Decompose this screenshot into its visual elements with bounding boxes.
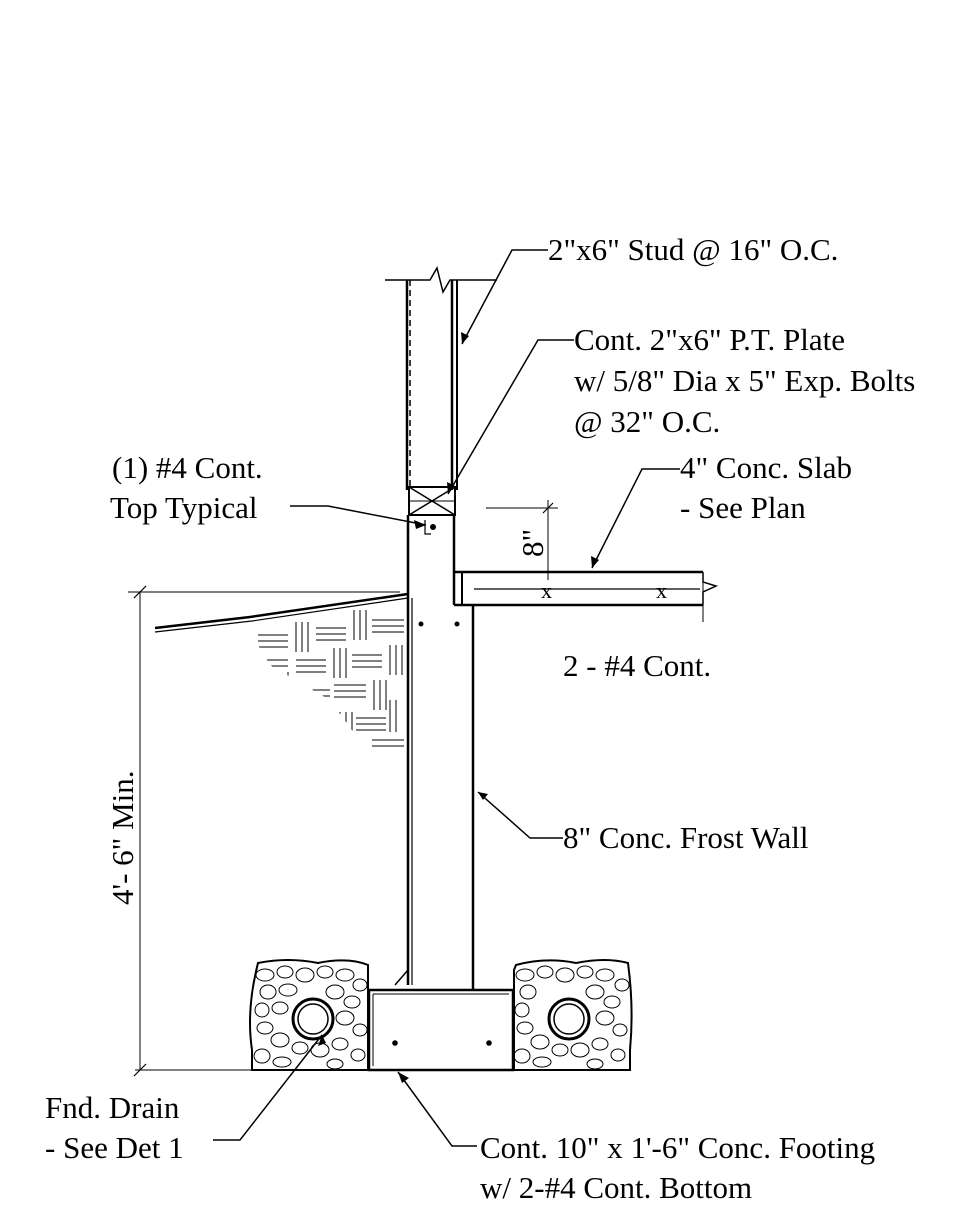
gravel-right — [513, 959, 633, 1071]
footing-label-line1: Cont. 10" x 1'-6" Conc. Footing — [480, 1130, 875, 1165]
concrete-slab: x x — [454, 570, 719, 622]
pt-plate — [408, 486, 456, 516]
leader-lines — [213, 249, 680, 1147]
top-rebar-label-line1: (1) #4 Cont. — [112, 450, 263, 485]
slab-dimension: 8" — [486, 500, 558, 580]
plate-label-line3: @ 32" O.C. — [574, 404, 720, 439]
stud-label: 2"x6" Stud @ 16" O.C. — [548, 232, 838, 267]
top-rebar-label-line2: Top Typical — [110, 490, 257, 525]
slab-label-line2: - See Plan — [680, 490, 806, 525]
leader-arrowheads — [318, 332, 599, 1083]
drain-label-line1: Fnd. Drain — [45, 1090, 180, 1125]
slab-label-line1: 4" Conc. Slab — [680, 450, 852, 485]
top-rebar-dot — [430, 524, 436, 530]
depth-dimension: 4'- 6" Min. — [105, 585, 400, 1077]
gravel-left — [249, 959, 369, 1071]
plate-label-line2: w/ 5/8" Dia x 5" Exp. Bolts — [574, 363, 915, 398]
slab-rebar-label: 2 - #4 Cont. — [563, 648, 711, 683]
depth-dimension-label: 4'- 6" Min. — [105, 771, 140, 906]
footing-rebar-dot — [486, 1040, 492, 1046]
slab-dimension-label: 8" — [515, 529, 550, 557]
slab-rebar-mark: x — [541, 578, 552, 603]
slab-rebar-mark: x — [656, 578, 667, 603]
grade-line — [154, 592, 409, 633]
stud-wall — [385, 266, 497, 490]
plate-label-line1: Cont. 2"x6" P.T. Plate — [574, 322, 845, 357]
break-line — [385, 266, 497, 294]
annotations: 2"x6" Stud @ 16" O.C. Cont. 2"x6" P.T. P… — [45, 232, 915, 1205]
soil-hatch — [258, 610, 404, 747]
wall-rebar-dot — [418, 621, 424, 627]
frost-wall-label: 8" Conc. Frost Wall — [563, 820, 809, 855]
wall-rebar-dot — [454, 621, 460, 627]
drain-label-line2: - See Det 1 — [45, 1130, 184, 1165]
footing-label-line2: w/ 2-#4 Cont. Bottom — [480, 1170, 752, 1205]
concrete-footing — [367, 988, 515, 1072]
footing-rebar-dot — [392, 1040, 398, 1046]
